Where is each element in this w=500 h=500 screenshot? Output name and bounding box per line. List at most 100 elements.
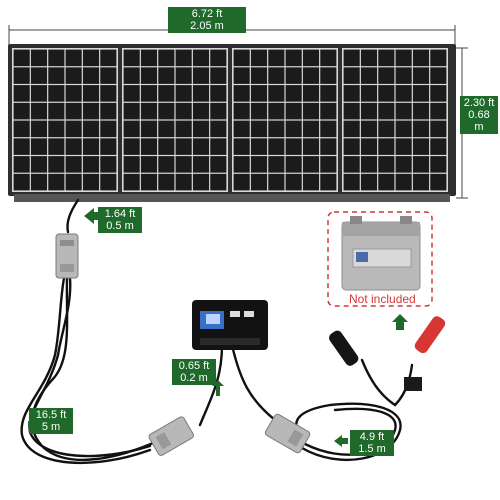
solar-cell xyxy=(158,120,175,138)
solar-cell xyxy=(13,156,30,173)
solar-cell xyxy=(82,138,100,155)
solar-cell xyxy=(412,156,430,173)
not-included-frame xyxy=(327,211,433,307)
solar-cell xyxy=(412,49,430,67)
battery-clips-m: 1.5 m xyxy=(358,443,386,455)
solar-cell xyxy=(158,156,175,173)
solar-cell xyxy=(233,120,250,138)
solar-cell xyxy=(158,67,175,84)
solar-cell xyxy=(412,67,430,84)
solar-cell xyxy=(378,67,395,84)
solar-cell xyxy=(360,120,378,138)
solar-cell xyxy=(13,67,30,84)
solar-cell xyxy=(210,120,227,138)
solar-cell xyxy=(360,156,378,173)
battery-cable xyxy=(295,402,402,461)
solar-cell xyxy=(48,85,65,102)
solar-cell xyxy=(285,102,302,120)
solar-cell xyxy=(285,156,302,173)
solar-cell xyxy=(285,173,302,191)
panel-lead-ft: 1.64 ft xyxy=(104,208,136,220)
solar-cell xyxy=(285,49,302,67)
solar-cell xyxy=(378,49,395,67)
fuse-holder xyxy=(404,377,422,391)
solar-cell xyxy=(100,102,117,120)
solar-cell xyxy=(123,120,140,138)
panel-section xyxy=(12,48,118,192)
red-clip xyxy=(414,316,446,354)
solar-cell xyxy=(192,156,210,173)
solar-cell xyxy=(65,156,82,173)
solar-cell xyxy=(123,67,140,84)
solar-cell xyxy=(302,173,320,191)
solar-cell xyxy=(378,138,395,155)
solar-cell xyxy=(395,102,412,120)
solar-cell xyxy=(343,138,360,155)
solar-cell xyxy=(140,49,158,67)
solar-cell xyxy=(65,85,82,102)
panel-lead-m: 0.5 m xyxy=(106,220,134,232)
solar-cell xyxy=(430,85,447,102)
solar-cell xyxy=(285,67,302,84)
solar-cell xyxy=(250,102,268,120)
solar-cell xyxy=(140,173,158,191)
solar-cell xyxy=(285,120,302,138)
solar-cell xyxy=(412,102,430,120)
solar-cell xyxy=(395,138,412,155)
solar-cell xyxy=(302,85,320,102)
middle-connector xyxy=(264,413,311,454)
solar-cell xyxy=(320,85,337,102)
solar-cell xyxy=(320,49,337,67)
solar-cell xyxy=(268,120,285,138)
solar-cell xyxy=(82,67,100,84)
panel-lead-cable xyxy=(66,198,80,234)
solar-cell xyxy=(412,173,430,191)
solar-cell xyxy=(320,156,337,173)
controller-lead-m: 0.2 m xyxy=(180,372,208,384)
solar-cell xyxy=(430,49,447,67)
solar-cell xyxy=(140,85,158,102)
solar-cell xyxy=(395,49,412,67)
solar-cell xyxy=(158,173,175,191)
main-cable-ft: 16.5 ft xyxy=(35,409,67,421)
charge-controller xyxy=(192,300,268,350)
height-m: 0.68 m xyxy=(468,109,490,133)
solar-cell xyxy=(378,120,395,138)
solar-cell xyxy=(123,85,140,102)
solar-cell xyxy=(175,138,192,155)
solar-cell xyxy=(285,85,302,102)
solar-cell xyxy=(192,67,210,84)
solar-cell xyxy=(192,138,210,155)
solar-cell xyxy=(268,49,285,67)
solar-cell xyxy=(210,49,227,67)
solar-cell xyxy=(123,156,140,173)
solar-cell xyxy=(233,67,250,84)
solar-cell xyxy=(302,49,320,67)
solar-cell xyxy=(343,49,360,67)
solar-cell xyxy=(210,102,227,120)
solar-cell xyxy=(343,102,360,120)
solar-cell xyxy=(360,49,378,67)
solar-cell xyxy=(140,67,158,84)
solar-cell xyxy=(13,102,30,120)
solar-cell xyxy=(302,102,320,120)
solar-cell xyxy=(175,85,192,102)
solar-cell xyxy=(82,156,100,173)
solar-cell xyxy=(48,173,65,191)
solar-cell xyxy=(158,85,175,102)
solar-cell xyxy=(302,156,320,173)
solar-cell xyxy=(175,120,192,138)
solar-cell xyxy=(175,49,192,67)
black-clip xyxy=(329,330,359,366)
solar-cell xyxy=(343,156,360,173)
solar-cell xyxy=(395,120,412,138)
battery-cable-2 xyxy=(303,407,397,456)
solar-cell xyxy=(343,85,360,102)
solar-cell xyxy=(360,85,378,102)
solar-cell xyxy=(250,67,268,84)
solar-cell xyxy=(210,85,227,102)
solar-cell xyxy=(140,102,158,120)
solar-cell xyxy=(123,49,140,67)
solar-cell xyxy=(82,102,100,120)
